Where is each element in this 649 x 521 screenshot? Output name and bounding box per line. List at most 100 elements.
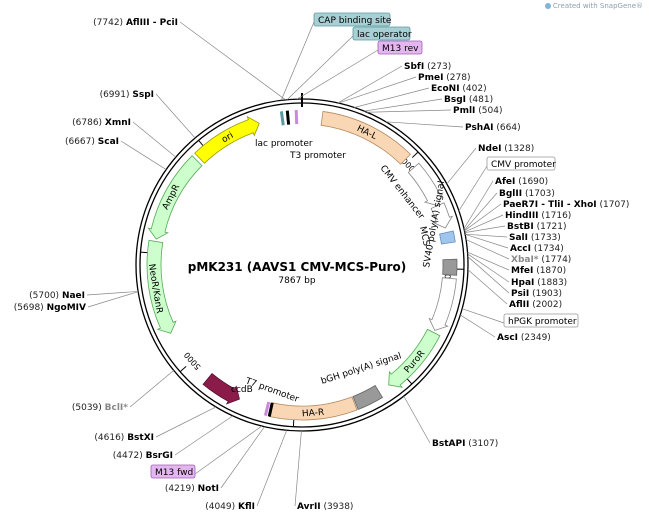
leader-naei [86, 291, 139, 296]
feature-ampr [147, 155, 203, 240]
site-position-aflii: (2002) [529, 300, 562, 310]
leader-sbfi [337, 65, 403, 104]
site-name-aflii: AflII [509, 300, 529, 310]
feature-m13-fwd [263, 401, 271, 416]
box-label-cap-binding-site: CAP binding site [318, 16, 392, 26]
site-leader-lines [86, 21, 510, 507]
leader-m13-fwd [194, 425, 262, 475]
site-aflii: AflII (2002) [509, 300, 562, 310]
site-name-bglii: BglII [499, 189, 522, 199]
site-name-bstxi: BstXI [127, 433, 154, 443]
site-sspi: (6991) SspI [100, 90, 154, 100]
box-label-hpgk-promoter: hPGK promoter [508, 317, 577, 327]
leader-pmli [367, 109, 452, 113]
leader-bsrgi [174, 415, 233, 456]
site-hindiii: HindIII (1716) [505, 211, 571, 221]
site-position-ngomiv: (5698) [14, 303, 47, 313]
feature-bgh-poly-a-signal [352, 384, 384, 411]
site-kfli: (4049) KflI [205, 502, 255, 512]
site-xbai-: XbaI* (1774) [511, 255, 571, 265]
leader-paer7i-tlii-xhoi [464, 203, 502, 232]
leader-cap-binding-site [280, 21, 315, 101]
site-position-pmli: (504) [475, 106, 502, 116]
site-name-bstbi: BstBI [507, 222, 534, 232]
plasmid-name: pMK231 (AAVS1 CMV-MCS-Puro) [188, 260, 406, 274]
feature-puror [388, 328, 441, 388]
site-position-bstbi: (1721) [534, 222, 567, 232]
leader-afliii-pcii [179, 21, 286, 101]
site-position-sbfi: (273) [424, 62, 451, 72]
feature-mcs [439, 230, 456, 245]
site-name-hpai: HpaI [511, 278, 534, 288]
feature-cap-binding-site [279, 111, 285, 126]
box-label-lac-operator: lac operator [357, 30, 412, 40]
site-pshai: PshAI (664) [465, 123, 521, 133]
feature-ccdb [202, 372, 240, 405]
watermark-text: Created with SnapGene® [552, 2, 643, 10]
site-position-pmei: (278) [443, 73, 470, 83]
leader-asci [460, 314, 496, 338]
box-m13-rev [377, 40, 423, 55]
site-name-bcli-: BclI* [105, 403, 129, 413]
site-name-kfli: KflI [238, 502, 255, 512]
site-position-xbai-: (1774) [539, 255, 572, 265]
site-name-sali: SalI [509, 233, 528, 243]
site-name-pshai: PshAI [465, 123, 494, 133]
feature-ha-l [320, 110, 411, 165]
leader-scai [120, 140, 167, 170]
site-name-naei: NaeI [62, 291, 85, 301]
site-name-econi: EcoNI [431, 84, 460, 94]
box-label-m13-fwd: M13 fwd [155, 468, 193, 478]
tick-5000 [179, 366, 187, 373]
site-name-avrii: AvrII [297, 502, 321, 512]
site-bcli-: (5039) BclI* [72, 403, 128, 413]
site-name-bsgi: BsgI [444, 95, 466, 105]
tick-label-5000: 5000 [182, 350, 202, 371]
site-position-bcli-: (5039) [72, 403, 105, 413]
site-position-scai: (6667) [65, 137, 98, 147]
site-position-noti: (4219) [165, 484, 198, 494]
site-afei: AfeI (1690) [495, 177, 548, 187]
leader-avrii [294, 430, 302, 507]
leader-bsgi [364, 98, 443, 112]
site-scai: (6667) ScaI [65, 137, 119, 147]
site-acci: AccI (1734) [510, 244, 564, 254]
site-name-mfei: MfeI [511, 266, 533, 276]
box-lac-operator [352, 26, 411, 41]
leader-ngomiv [87, 291, 139, 308]
site-name-ndei: NdeI [478, 144, 501, 154]
site-naei: (5700) NaeI [29, 291, 85, 301]
box-label-m13-rev: M13 rev [382, 44, 419, 54]
site-paer7i-tlii-xhoi: PaeR7I - TliI - XhoI (1707) [503, 200, 629, 210]
site-name-acci: AccI [510, 244, 531, 254]
site-pmei: PmeI (278) [418, 73, 471, 83]
feature-label-lac-promoter: lac promoter [255, 139, 313, 149]
site-name-scai: ScaI [98, 137, 119, 147]
feature-ori [194, 115, 260, 164]
site-name-sspi: SspI [132, 90, 154, 100]
site-position-bglii: (1703) [522, 189, 555, 199]
backbone [135, 93, 469, 432]
leader-pshai [385, 121, 464, 128]
leader-bglii [464, 192, 498, 231]
site-position-hpai: (1883) [534, 278, 567, 288]
site-position-naei: (5700) [29, 291, 62, 301]
site-name-asci: AscI [497, 333, 518, 343]
site-position-kfli: (4049) [205, 502, 238, 512]
site-avrii: AvrII (3938) [297, 502, 353, 512]
box-m13-fwd [150, 464, 196, 479]
leader-pmei [338, 76, 417, 104]
site-xmni: (6786) XmnI [72, 118, 131, 128]
site-bsgi: BsgI (481) [444, 95, 493, 105]
site-position-avrii: (3938) [321, 502, 354, 512]
site-position-bstapi: (3107) [465, 439, 498, 449]
site-name-paer7i-tlii-xhoi: PaeR7I - TliI - XhoI [503, 200, 597, 210]
site-ndei: NdeI (1328) [478, 144, 534, 154]
site-ngomiv: (5698) NgoMIV [14, 303, 86, 313]
site-position-asci: (2349) [518, 333, 551, 343]
leader-psii [467, 256, 510, 294]
site-econi: EcoNI (402) [431, 84, 487, 94]
feature-label-t3-promoter: T3 promoter [289, 151, 346, 161]
box-cap-binding-site [313, 12, 391, 27]
